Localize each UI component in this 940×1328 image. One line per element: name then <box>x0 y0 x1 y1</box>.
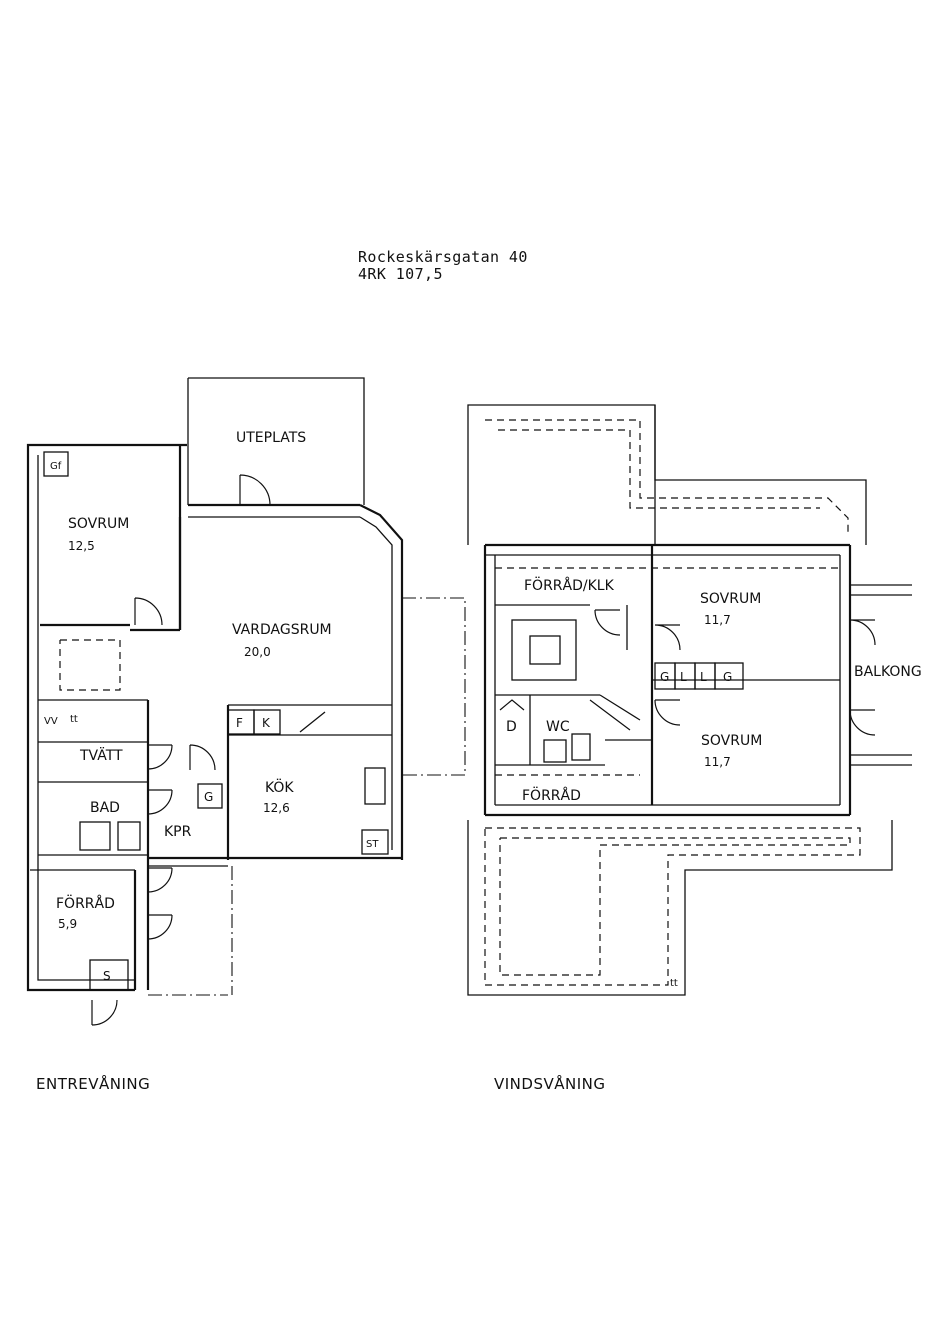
attic-floor-walls <box>467 404 893 996</box>
balcony-outline <box>850 584 912 766</box>
uteplats-label: UTEPLATS <box>236 430 306 446</box>
forrad-klk-label: FÖRRÅD/KLK <box>524 576 615 594</box>
f-mark: F <box>236 716 243 730</box>
uteplats-outline <box>187 377 365 505</box>
bath-fixture-icon <box>79 821 111 851</box>
sovrum-1-area: 11,7 <box>704 613 731 627</box>
stair-inner-icon <box>529 635 561 665</box>
st-box <box>361 829 389 855</box>
balkong-label: BALKONG <box>854 664 922 680</box>
summary-text: 4RK 107,5 <box>358 265 443 283</box>
tvatt-label: TVÄTT <box>79 746 123 764</box>
kok-label: KÖK <box>265 778 294 796</box>
attic-l2-mark: L <box>700 670 707 684</box>
sink-icon <box>571 733 591 761</box>
st-mark: ST <box>366 839 379 850</box>
attic-floor-labels: FÖRRÅD/KLK SOVRUM 11,7 BALKONG SOVRUM 11… <box>494 576 922 1093</box>
ground-floor-fixtures <box>43 451 389 991</box>
s-mark: S <box>103 969 111 983</box>
vardagsrum-area: 20,0 <box>244 645 271 659</box>
gf-mark: Gf <box>50 461 62 472</box>
sovrum-label: SOVRUM <box>68 516 129 532</box>
sovrum-2-label: SOVRUM <box>701 733 762 749</box>
gf-box <box>43 451 69 477</box>
attic-floor-caption: VINDSVÅNING <box>494 1074 606 1093</box>
g2-box <box>714 662 744 690</box>
ground-floor-walls <box>26 443 404 992</box>
ground-floor: UTEPLATS SOVRUM 12,5 VARDAGSRUM 20,0 TVÄ… <box>26 377 466 1093</box>
k-mark: K <box>262 716 271 730</box>
sovrum-1-label: SOVRUM <box>700 591 761 607</box>
bad-label: BAD <box>90 800 120 816</box>
vardagsrum-label: VARDAGSRUM <box>232 622 332 638</box>
sink-fixture-icon <box>117 821 141 851</box>
tt-mark: tt <box>70 714 78 725</box>
wc-label: WC <box>546 719 570 735</box>
address-text: Rockeskärsgatan 40 <box>358 248 528 266</box>
forrad-area: 5,9 <box>58 917 77 931</box>
attic-g-mark: G <box>660 670 669 684</box>
attic-l1-mark: L <box>680 670 687 684</box>
g-box <box>197 783 223 809</box>
attic-tt-mark: tt <box>670 978 678 989</box>
kpr-label: KPR <box>164 824 192 840</box>
sovrum-area: 12,5 <box>68 539 95 553</box>
attic-floor-dashed-lines <box>484 419 861 986</box>
sovrum-2-area: 11,7 <box>704 755 731 769</box>
attic-g2-mark: G <box>723 670 732 684</box>
ground-floor-caption: ENTREVÅNING <box>36 1074 150 1093</box>
toilet-icon <box>543 739 567 763</box>
d-label: D <box>506 719 517 735</box>
ground-floor-doors <box>91 474 271 1026</box>
attic-forrad-label: FÖRRÅD <box>522 786 581 804</box>
stair-icon <box>511 619 577 681</box>
g-mark: G <box>204 790 213 804</box>
kok-area: 12,6 <box>263 801 290 815</box>
s-box <box>89 959 129 991</box>
vv-mark: VV <box>44 716 58 727</box>
attic-floor-doors <box>499 609 876 736</box>
plan-header: Rockeskärsgatan 40 4RK 107,5 <box>358 249 528 283</box>
ground-floor-labels: UTEPLATS SOVRUM 12,5 VARDAGSRUM 20,0 TVÄ… <box>36 430 379 1093</box>
k-box <box>253 709 281 735</box>
attic-floor-fixtures <box>511 619 744 763</box>
forrad-label: FÖRRÅD <box>56 894 115 912</box>
stove-icon <box>364 767 386 805</box>
ground-floor-dashed-lines <box>59 597 466 996</box>
attic-floor: FÖRRÅD/KLK SOVRUM 11,7 BALKONG SOVRUM 11… <box>467 404 922 1093</box>
